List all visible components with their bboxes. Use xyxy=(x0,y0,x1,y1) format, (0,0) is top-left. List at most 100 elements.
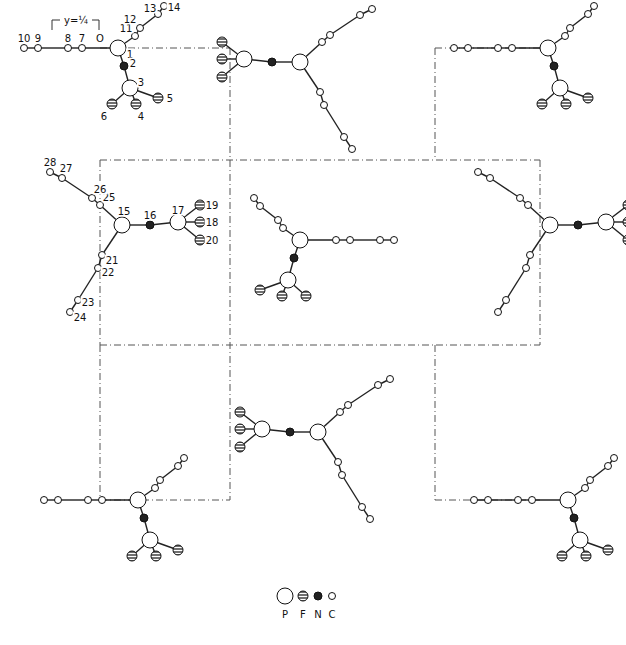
atom-number: 13 xyxy=(143,3,158,14)
bond xyxy=(488,499,518,500)
atom xyxy=(367,516,374,523)
legend-sample xyxy=(329,593,336,600)
atom xyxy=(347,237,354,244)
atom xyxy=(495,309,502,316)
atom xyxy=(591,3,598,10)
bond xyxy=(38,47,68,48)
atom xyxy=(254,421,270,437)
atom xyxy=(375,382,382,389)
atom xyxy=(327,32,334,39)
atom xyxy=(217,54,227,64)
atom-number: 24 xyxy=(73,312,88,323)
atom xyxy=(339,472,346,479)
atom xyxy=(140,514,148,522)
atom xyxy=(537,99,547,109)
atom xyxy=(217,72,227,82)
atom xyxy=(495,45,502,52)
atom xyxy=(487,175,494,182)
cell-edge xyxy=(100,345,540,346)
legend-sample xyxy=(277,588,293,604)
bond xyxy=(348,385,378,405)
atom-number: 28 xyxy=(43,157,58,168)
atom xyxy=(280,272,296,288)
cell-edge xyxy=(540,160,541,345)
atom-number: 9 xyxy=(34,33,42,44)
atom xyxy=(560,492,576,508)
atom xyxy=(333,237,340,244)
molecule xyxy=(235,376,394,523)
molecule xyxy=(475,169,626,316)
atom xyxy=(130,492,146,508)
atom xyxy=(122,80,138,96)
legend-marks xyxy=(277,588,336,604)
atom xyxy=(359,504,366,511)
atom-number: 14 xyxy=(167,2,182,13)
atom xyxy=(562,33,569,40)
atom xyxy=(65,45,72,52)
atom xyxy=(349,146,356,153)
atom-number: 4 xyxy=(137,111,145,122)
atom xyxy=(235,407,245,417)
bond xyxy=(350,239,380,240)
atom-number: 2 xyxy=(129,58,137,69)
atom-number: 6 xyxy=(100,111,108,122)
axis-label: O xyxy=(95,33,105,44)
atom xyxy=(357,12,364,19)
atom xyxy=(525,202,532,209)
atom xyxy=(345,402,352,409)
bond xyxy=(506,268,526,300)
atom xyxy=(552,80,568,96)
atom xyxy=(236,51,252,67)
bond xyxy=(324,105,344,137)
legend-sample xyxy=(314,592,322,600)
atom xyxy=(142,532,158,548)
molecule xyxy=(451,3,598,110)
atom-number: 12 xyxy=(123,14,138,25)
molecule xyxy=(471,455,618,562)
cell-edge xyxy=(435,345,436,500)
bond xyxy=(58,499,88,500)
legend-label: N xyxy=(313,609,322,620)
atom xyxy=(369,6,376,13)
atom-number: 3 xyxy=(137,77,145,88)
atom xyxy=(301,291,311,301)
atom xyxy=(47,169,54,176)
atom xyxy=(529,497,536,504)
atom xyxy=(319,39,326,46)
atom-number: 16 xyxy=(143,210,158,221)
molecule xyxy=(21,3,168,110)
atom xyxy=(570,514,578,522)
atom xyxy=(517,195,524,202)
atom xyxy=(277,291,287,301)
atom xyxy=(153,93,163,103)
atom xyxy=(387,376,394,383)
atom-number: 26 xyxy=(93,184,108,195)
atom xyxy=(623,200,626,210)
atom xyxy=(527,252,534,259)
atom xyxy=(286,428,294,436)
atom xyxy=(97,202,104,209)
cell-edge xyxy=(100,345,101,500)
atom xyxy=(550,62,558,70)
atom xyxy=(582,485,589,492)
legend-label: P xyxy=(281,609,289,620)
unit-cell-lines xyxy=(100,48,540,500)
atom xyxy=(195,200,205,210)
atom xyxy=(99,497,106,504)
atom xyxy=(21,45,28,52)
atom xyxy=(170,214,186,230)
molecule xyxy=(41,455,188,562)
axis-label: y=¼ xyxy=(63,15,89,26)
atom xyxy=(523,265,530,272)
atom xyxy=(85,497,92,504)
atom xyxy=(581,551,591,561)
atom xyxy=(317,89,324,96)
atom xyxy=(572,532,588,548)
atom xyxy=(35,45,42,52)
legend-sample xyxy=(298,591,308,601)
atom xyxy=(268,58,276,66)
legend-label: C xyxy=(328,609,337,620)
atom-number: 18 xyxy=(205,217,220,228)
atom xyxy=(540,40,556,56)
